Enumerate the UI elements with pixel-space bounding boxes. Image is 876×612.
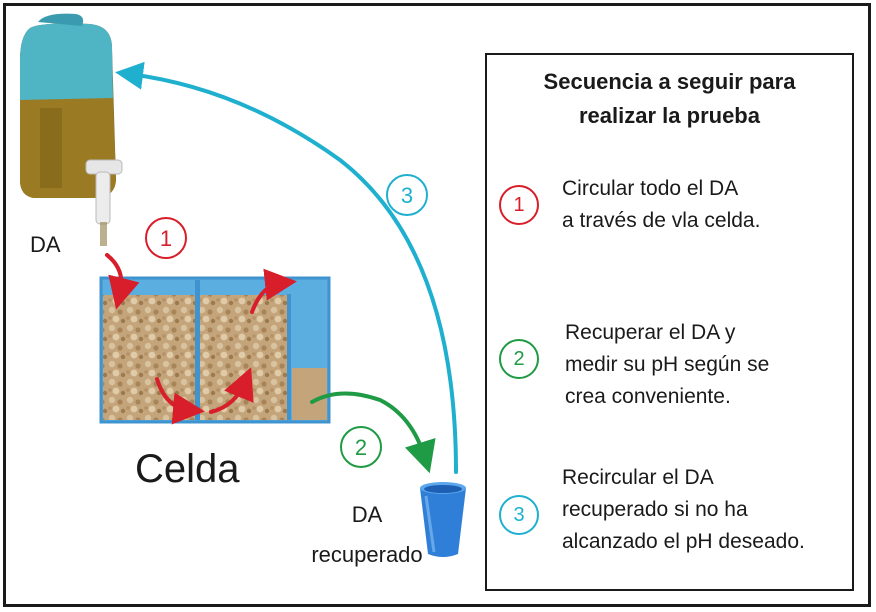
flow-arrow-step2 bbox=[310, 391, 436, 474]
instructions-panel: Secuencia a seguir para realizar la prue… bbox=[485, 53, 854, 591]
step-2-number: 2 bbox=[499, 339, 539, 379]
da-recuperado-line2: recuperado bbox=[311, 542, 423, 567]
step-1-text: Circular todo el DA a través de vla celd… bbox=[562, 177, 761, 232]
da-recuperado-label: DA recuperado bbox=[307, 495, 427, 575]
step-2-text: Recuperar el DA y medir su pH según se c… bbox=[565, 321, 770, 408]
marker-1: 1 bbox=[145, 217, 187, 259]
faucet-icon bbox=[85, 159, 123, 246]
flow-arrows-step1 bbox=[105, 253, 297, 425]
celda-cell bbox=[99, 276, 331, 424]
step-1-number: 1 bbox=[499, 185, 539, 225]
da-label: DA bbox=[30, 232, 61, 257]
step-3-number: 3 bbox=[499, 495, 539, 535]
marker-3: 3 bbox=[386, 174, 428, 216]
svg-text:1: 1 bbox=[160, 226, 172, 251]
step-3-text: Recircular el DA recuperado si no ha alc… bbox=[562, 466, 805, 553]
celda-label: Celda bbox=[135, 447, 240, 491]
plastic-cup-icon bbox=[420, 482, 466, 557]
marker-2: 2 bbox=[340, 426, 382, 468]
svg-text:3: 3 bbox=[401, 183, 413, 208]
water-tank-icon bbox=[20, 13, 123, 246]
return-arrow-step3 bbox=[115, 61, 458, 474]
panel-title: Secuencia a seguir para realizar la prue… bbox=[543, 69, 796, 128]
svg-text:2: 2 bbox=[355, 435, 367, 460]
da-recuperado-line1: DA bbox=[351, 502, 383, 527]
